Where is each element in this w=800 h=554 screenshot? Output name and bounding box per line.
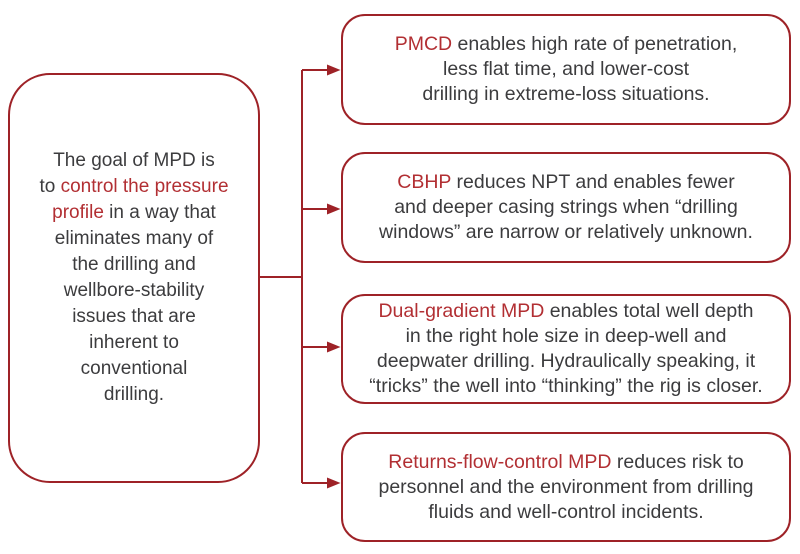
- text-line: The goal of MPD is: [53, 148, 215, 174]
- text-line: profile in a way that: [52, 200, 216, 226]
- highlighted-term: control the pressure: [60, 176, 229, 197]
- text-segment: enables high rate of penetration,: [452, 33, 738, 55]
- text-segment: reduces NPT and enables fewer: [451, 171, 735, 193]
- text-line: Dual-gradient MPD enables total well dep…: [378, 299, 753, 324]
- text-segment: deepwater drilling. Hydraulically speaki…: [376, 350, 756, 372]
- highlighted-term: CBHP: [397, 171, 452, 193]
- text-segment: to: [39, 176, 61, 197]
- text-segment: in the right hole size in deep-well and: [405, 325, 727, 347]
- text-line: fluids and well-control incidents.: [428, 500, 703, 525]
- text-segment: eliminates many of: [54, 228, 214, 249]
- text-line: PMCD enables high rate of penetration,: [395, 32, 738, 57]
- goal-box: The goal of MPD is to control the pressur…: [8, 73, 260, 483]
- text-line: “tricks” the well into “thinking” the ri…: [369, 374, 762, 399]
- text-line: personnel and the environment from drill…: [378, 475, 753, 500]
- text-line: less flat time, and lower-cost: [443, 57, 689, 82]
- text-segment: drilling.: [103, 384, 165, 405]
- text-line: inherent to: [89, 330, 179, 356]
- text-segment: conventional: [80, 358, 188, 379]
- text-segment: issues that are: [72, 306, 196, 327]
- text-segment: personnel and the environment from drill…: [378, 475, 754, 498]
- text-line: conventional: [81, 356, 188, 382]
- branch-box-dual-gradient-mpd: Dual-gradient MPD enables total well dep…: [341, 294, 791, 404]
- text-line: eliminates many of: [55, 226, 213, 252]
- text-line: issues that are: [72, 304, 196, 330]
- text-line: Returns-flow-control MPD reduces risk to: [388, 450, 743, 475]
- text-segment: wellbore-stability: [63, 280, 205, 301]
- text-line: and deeper casing strings when “drilling: [394, 195, 738, 220]
- text-segment: less flat time, and lower-cost: [442, 58, 689, 80]
- highlighted-term: Returns-flow-control MPD: [388, 450, 612, 473]
- text-segment: windows” are narrow or relatively unknow…: [379, 221, 753, 243]
- text-line: in the right hole size in deep-well and: [406, 324, 727, 349]
- text-line: windows” are narrow or relatively unknow…: [379, 220, 753, 245]
- text-line: to control the pressure: [39, 174, 228, 200]
- highlighted-term: Dual-gradient MPD: [378, 300, 545, 322]
- text-line: the drilling and: [72, 252, 196, 278]
- text-line: wellbore-stability: [64, 278, 204, 304]
- text-line: drilling in extreme-loss situations.: [422, 82, 709, 107]
- highlighted-term: PMCD: [394, 33, 453, 55]
- highlighted-term: profile: [52, 202, 104, 223]
- text-segment: drilling in extreme-loss situations.: [422, 83, 710, 105]
- text-segment: inherent to: [89, 332, 179, 353]
- text-line: drilling.: [104, 382, 164, 408]
- text-segment: enables total well depth: [544, 300, 754, 322]
- text-segment: in a way that: [103, 202, 216, 223]
- text-segment: and deeper casing strings when “drilling: [394, 196, 738, 218]
- text-segment: The goal of MPD is: [53, 150, 215, 171]
- text-segment: fluids and well-control incidents.: [428, 500, 704, 523]
- branch-box-pmcd: PMCD enables high rate of penetration,le…: [341, 14, 791, 125]
- text-segment: the drilling and: [72, 254, 196, 275]
- text-segment: “tricks” the well into “thinking” the ri…: [369, 375, 763, 397]
- text-segment: reduces risk to: [611, 450, 744, 473]
- branch-box-returns-flow-control-mpd: Returns-flow-control MPD reduces risk to…: [341, 432, 791, 542]
- text-line: CBHP reduces NPT and enables fewer: [397, 170, 734, 195]
- text-line: deepwater drilling. Hydraulically speaki…: [377, 349, 755, 374]
